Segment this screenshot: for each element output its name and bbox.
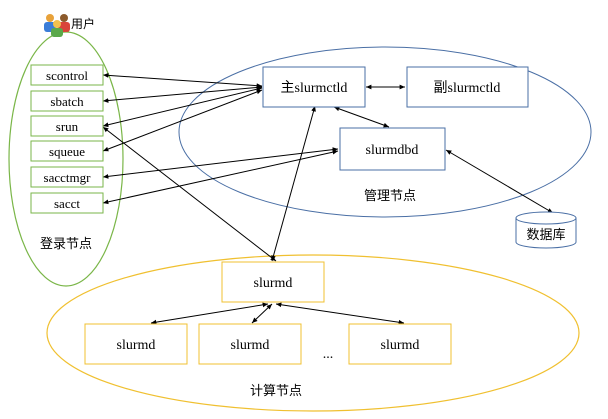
arrow-srun-slurmd bbox=[102, 126, 277, 262]
primary-slurmctld-box bbox=[262, 66, 366, 108]
arrow-dbd-database bbox=[445, 149, 554, 214]
command-label-sbatch: sbatch bbox=[50, 94, 84, 109]
command-label-squeue: squeue bbox=[49, 144, 85, 159]
arrow-sacct-dbd bbox=[102, 149, 339, 205]
command-label-sacctmgr: sacctmgr bbox=[44, 170, 92, 185]
command-box-sacctmgr bbox=[30, 166, 104, 188]
arrow-sacctmgr-dbd bbox=[102, 147, 339, 179]
command-box-squeue bbox=[30, 140, 104, 162]
slurmdbd-box bbox=[339, 127, 446, 171]
arrow-slurmd-node3 bbox=[275, 302, 405, 325]
management-node-label: 管理节点 bbox=[364, 189, 416, 204]
arrow-ctld-slurmd bbox=[271, 105, 316, 262]
command-label-scontrol: scontrol bbox=[46, 68, 88, 83]
database-icon bbox=[515, 211, 577, 249]
compute-node-ellipsis: ... bbox=[323, 347, 334, 362]
login-node-label: 登录节点 bbox=[40, 237, 92, 252]
slurmd-head-box bbox=[221, 261, 325, 303]
command-box-srun bbox=[30, 115, 104, 137]
user-label: 用户 bbox=[71, 16, 95, 31]
compute-node-box-1 bbox=[84, 323, 188, 365]
database-label: 数据库 bbox=[526, 227, 565, 243]
command-label-sacct: sacct bbox=[54, 196, 80, 211]
command-label-srun: srun bbox=[56, 119, 79, 134]
command-box-sacct bbox=[30, 192, 104, 214]
compute-node-label-3: slurmd bbox=[381, 338, 420, 353]
login-command-boxes: scontrol sbatch srun squeue sacctmgr sac… bbox=[30, 64, 104, 214]
backup-slurmctld-label: 副slurmctld bbox=[434, 80, 501, 96]
compute-node-label: 计算节点 bbox=[250, 384, 302, 399]
arrow-scontrol-ctld bbox=[102, 72, 263, 89]
command-box-sbatch bbox=[30, 90, 104, 112]
compute-node-label-2: slurmd bbox=[231, 338, 270, 353]
slurmdbd-label: slurmdbd bbox=[366, 143, 419, 158]
compute-node-label-1: slurmd bbox=[117, 338, 156, 353]
primary-slurmctld-label: 主slurmctld bbox=[281, 80, 348, 96]
slurmd-head-label: slurmd bbox=[254, 276, 293, 291]
command-box-scontrol bbox=[30, 64, 104, 86]
arrow-slurmd-node1 bbox=[150, 302, 269, 325]
compute-node-box-3 bbox=[348, 323, 452, 365]
arrow-ctld-dbd bbox=[333, 106, 390, 128]
compute-node-box-2 bbox=[198, 323, 302, 365]
connections bbox=[102, 72, 554, 325]
arrow-slurmd-node2 bbox=[251, 303, 273, 324]
users-icon bbox=[44, 14, 70, 37]
backup-slurmctld-box bbox=[406, 66, 529, 108]
